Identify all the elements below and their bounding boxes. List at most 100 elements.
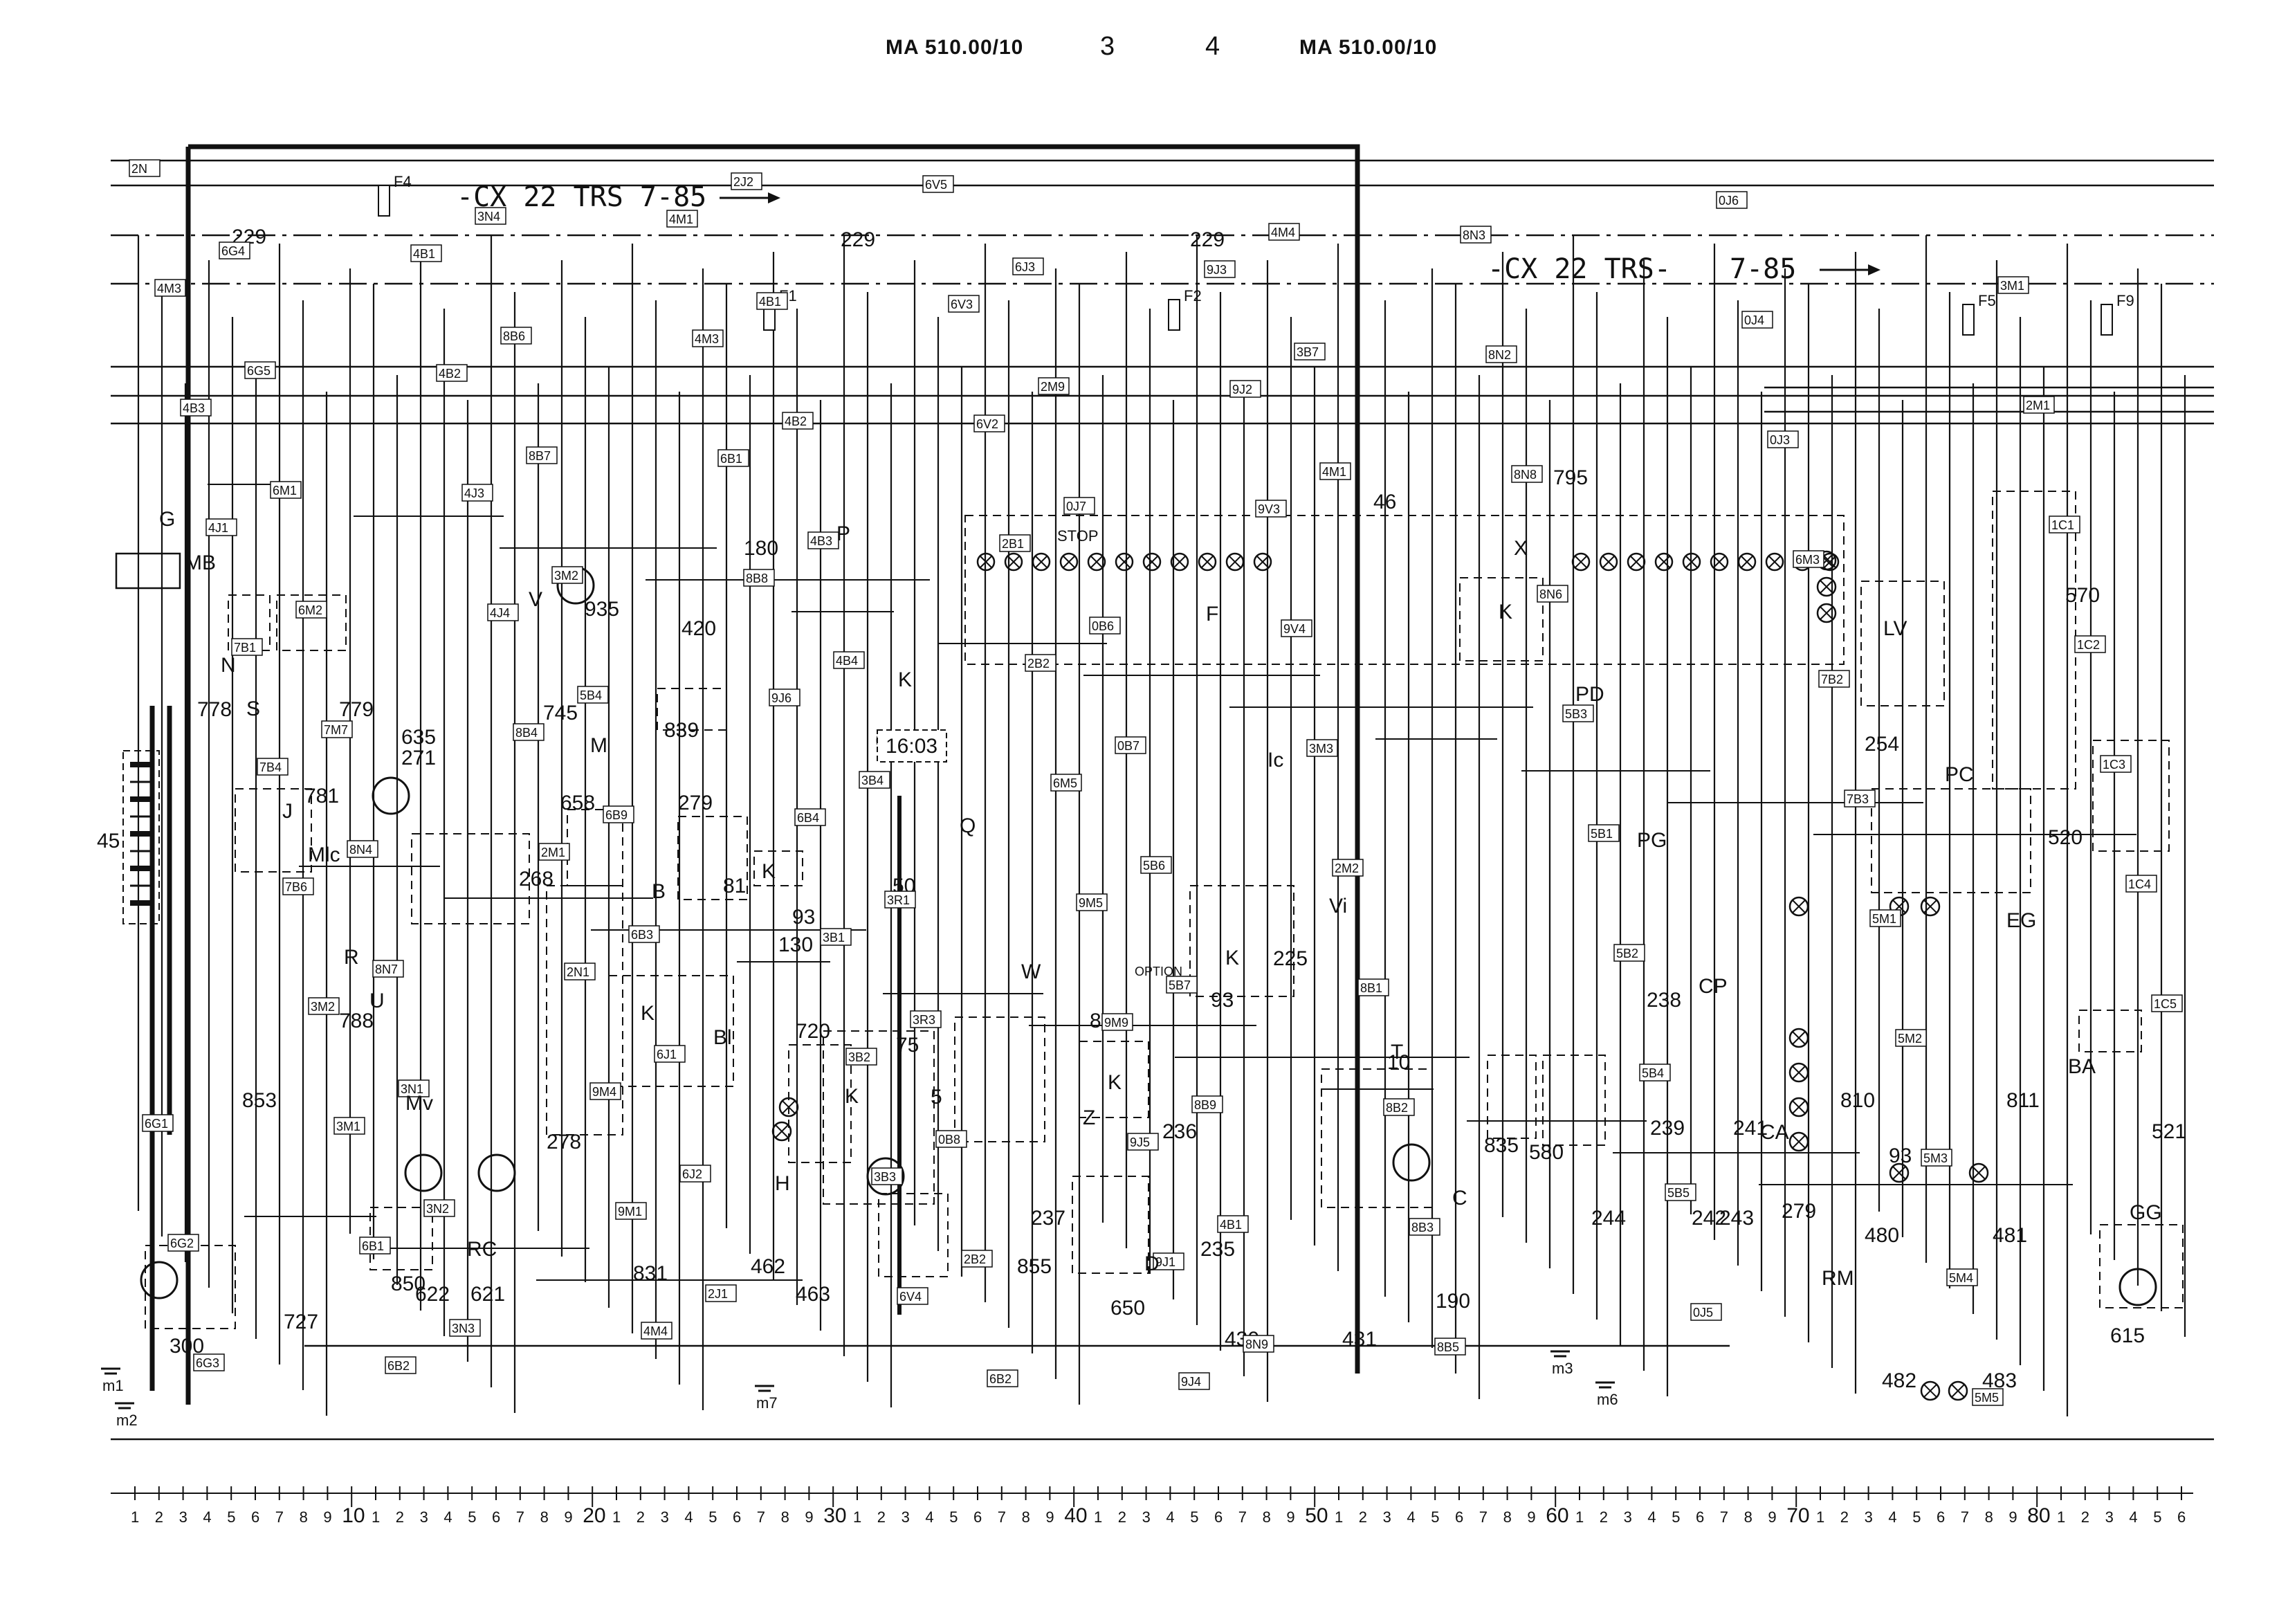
- scale-digit: 9: [1768, 1508, 1776, 1526]
- lamp-filament: [1575, 556, 1587, 568]
- connector-code: 6J3: [1015, 260, 1035, 274]
- warning-lamp: [1737, 552, 1757, 572]
- connector-code: 9M9: [1104, 1016, 1128, 1030]
- connector-code: 8N4: [349, 843, 372, 857]
- lamp-filament: [1923, 1384, 1937, 1398]
- component-number: 481: [1993, 1224, 2027, 1247]
- component-number: 650: [1110, 1297, 1145, 1320]
- connector-box: [1972, 1388, 2004, 1406]
- wire-code: H: [775, 1172, 790, 1195]
- connector-box: [1741, 311, 1773, 329]
- component-number: 81: [723, 875, 746, 897]
- component-box: [1487, 1055, 1537, 1139]
- connector-code: 6B4: [797, 811, 819, 825]
- connector-box: [1511, 465, 1543, 483]
- connector-box: [833, 651, 865, 669]
- connector-box: [1229, 380, 1261, 398]
- connector-code: 4J3: [464, 486, 484, 500]
- connector-code: 3N4: [477, 210, 500, 223]
- lamp-filament: [1602, 556, 1615, 568]
- connector-code: 8N2: [1488, 348, 1511, 362]
- scale-digit: 5: [227, 1508, 235, 1526]
- connector-code: 8B5: [1437, 1340, 1459, 1354]
- scale-digit: 2: [155, 1508, 163, 1526]
- connector-code: 9J5: [1130, 1135, 1150, 1149]
- connector-code: 9J6: [771, 691, 791, 705]
- scale-digit: 1: [853, 1508, 861, 1526]
- wire-code: PC: [1945, 763, 1974, 786]
- wire-code: V: [529, 588, 542, 611]
- component-number: 235: [1200, 1238, 1235, 1261]
- scale-digit: 2: [1359, 1508, 1367, 1526]
- option-label: OPTION: [1135, 965, 1182, 978]
- connector-box: [1255, 500, 1287, 518]
- scale-digit: 3: [902, 1508, 910, 1526]
- lamp-filament: [1118, 556, 1131, 568]
- lamp-filament: [1792, 1135, 1806, 1149]
- component-number: 45: [97, 830, 120, 852]
- component-number: 521: [2152, 1120, 2186, 1143]
- connector-code: 2J1: [708, 1287, 728, 1301]
- connector-code: 6J1: [657, 1048, 677, 1061]
- component-number: 570: [2065, 584, 2100, 607]
- connector-code: 1C4: [2128, 877, 2151, 891]
- connector-box: [347, 840, 378, 858]
- wire-code: Q: [960, 814, 976, 837]
- connector-box: [692, 329, 724, 347]
- scale-digit: 5: [708, 1508, 717, 1526]
- connector-box: [2100, 755, 2132, 773]
- scale-digit: 3: [1383, 1508, 1391, 1526]
- clock-display-box: [877, 729, 947, 763]
- connector-code: 0J4: [1744, 313, 1764, 327]
- scale-digit: 4: [2129, 1508, 2137, 1526]
- connector-code: 6B1: [362, 1239, 384, 1253]
- scale-digit: 8: [300, 1508, 308, 1526]
- connector-box: [2074, 635, 2106, 653]
- connector-box: [551, 566, 583, 584]
- component-box: [1079, 1041, 1149, 1118]
- connector-code: 5B4: [1642, 1066, 1664, 1080]
- connector-box: [1115, 736, 1146, 754]
- scale-digit: 8: [1263, 1508, 1271, 1526]
- scale-digit: 3: [1142, 1508, 1151, 1526]
- lamp-filament: [1201, 556, 1214, 568]
- scale-digit: 9: [2008, 1508, 2017, 1526]
- connector-code: 2B2: [964, 1252, 986, 1266]
- doc-ref-left: MA 510.00/10: [886, 36, 1024, 59]
- scale-digit: 4: [443, 1508, 452, 1526]
- scale-digit: 7: [1238, 1508, 1247, 1526]
- wire-code: Ic: [1267, 749, 1283, 772]
- scale-digit: 1: [372, 1508, 380, 1526]
- connector-box: [845, 1048, 877, 1066]
- wire-code: RC: [467, 1238, 497, 1261]
- component-number: 237: [1031, 1207, 1065, 1230]
- connector-box: [1191, 1095, 1223, 1113]
- scale-decade: 80: [2027, 1504, 2050, 1527]
- connector-box: [1294, 343, 1326, 361]
- connector-code: 6B9: [605, 808, 628, 822]
- component-number: 811: [2006, 1089, 2040, 1112]
- component-number: 180: [744, 537, 778, 560]
- lamp-filament: [1713, 556, 1726, 568]
- connector-code: 4M4: [643, 1324, 668, 1338]
- connector-code: 8B7: [529, 449, 551, 463]
- scale-digit: 6: [1937, 1508, 1945, 1526]
- doc-ref-right: MA 510.00/10: [1299, 36, 1438, 59]
- connector-box: [577, 686, 609, 704]
- warning-lamp: [1571, 552, 1591, 572]
- connector-code: 6V2: [976, 417, 998, 431]
- connector-box: [1217, 1215, 1249, 1233]
- scale-digit: 4: [203, 1508, 211, 1526]
- wire-code: Z: [1083, 1106, 1095, 1129]
- connector-box: [1639, 1064, 1671, 1082]
- scale-digit: 6: [1214, 1508, 1223, 1526]
- scale-digit: 9: [805, 1508, 813, 1526]
- connector-box: [1140, 856, 1172, 874]
- connector-code: 5B5: [1667, 1186, 1690, 1200]
- scale-digit: 5: [949, 1508, 958, 1526]
- scale-digit: 1: [1335, 1508, 1343, 1526]
- component-box: [1542, 1055, 1606, 1146]
- component-number: 621: [470, 1283, 505, 1306]
- connector-code: 1C2: [2077, 638, 2100, 652]
- scale-digit: 5: [1912, 1508, 1921, 1526]
